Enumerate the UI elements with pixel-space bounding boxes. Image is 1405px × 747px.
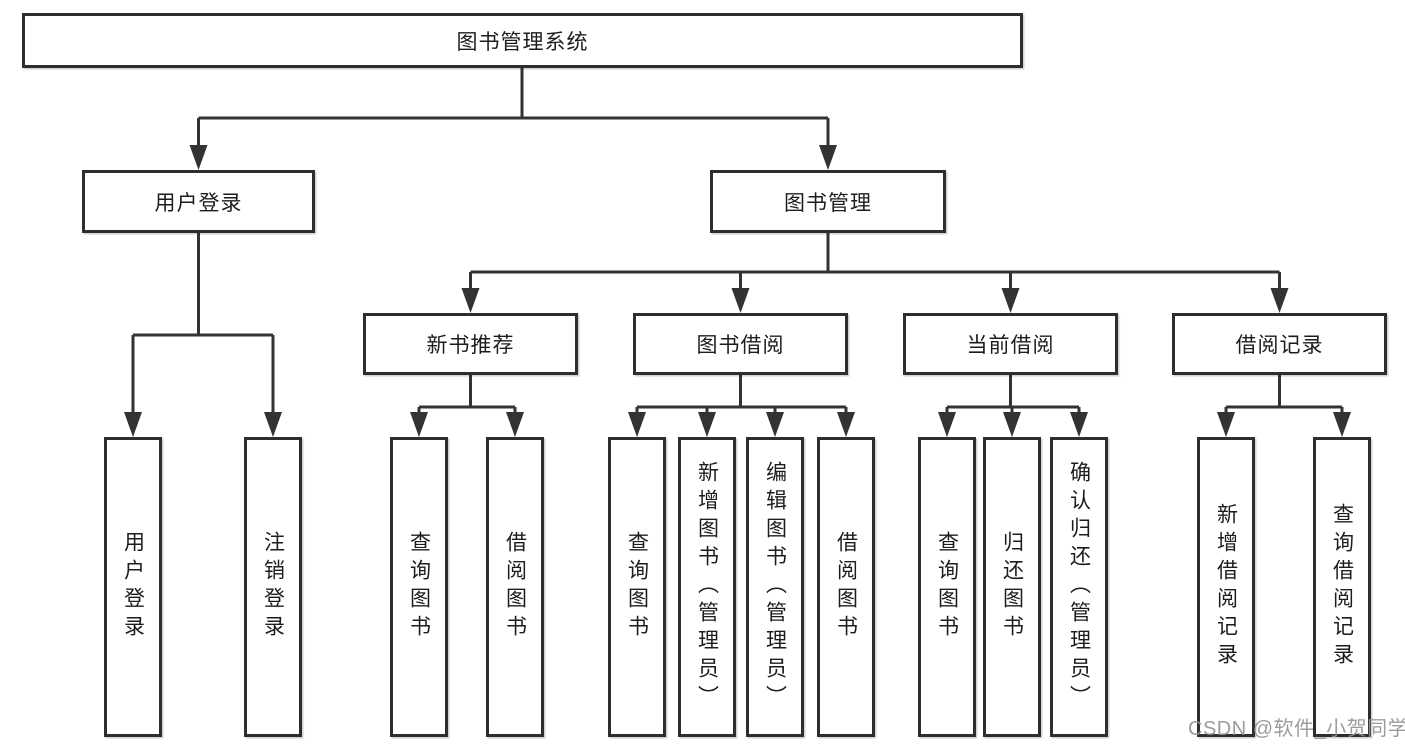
- node-label: 查询图书: [625, 531, 649, 643]
- leaf-query-books-current: 查询图书: [918, 437, 976, 737]
- node-label: 新书推荐: [426, 334, 515, 357]
- node-label: 借阅记录: [1235, 334, 1324, 357]
- leaf-query-borrowing-record: 查询借阅记录: [1313, 437, 1371, 737]
- node-new-book-recommendation: 新书推荐: [363, 313, 578, 375]
- node-label: 借阅图书: [834, 531, 858, 643]
- node-label: 当前借阅: [966, 334, 1055, 357]
- leaf-edit-books-admin: 编辑图书（管理员）: [746, 437, 804, 737]
- node-library-management-system: 图书管理系统: [22, 13, 1023, 68]
- leaf-borrow-books: 借阅图书: [817, 437, 875, 737]
- node-label: 注销登录: [261, 531, 285, 643]
- node-label: 图书管理: [784, 191, 872, 215]
- leaf-logout: 注销登录: [244, 437, 302, 737]
- leaf-user-login: 用户登录: [104, 437, 162, 737]
- node-current-borrowing: 当前借阅: [903, 313, 1118, 375]
- csdn-watermark: CSDN @软件_小贺同学: [1188, 718, 1405, 740]
- node-label: 借阅图书: [503, 531, 527, 643]
- node-label: 新增借阅记录: [1214, 503, 1238, 671]
- node-label: 用户登录: [121, 531, 145, 643]
- arrowheads: [124, 145, 1351, 437]
- leaf-add-borrowing-record: 新增借阅记录: [1197, 437, 1255, 737]
- node-label: 归还图书: [1000, 531, 1024, 643]
- node-label: 查询图书: [407, 531, 431, 643]
- leaf-confirm-return-admin: 确认归还（管理员）: [1050, 437, 1108, 737]
- leaf-query-books-borrowing: 查询图书: [608, 437, 666, 737]
- node-label: 查询图书: [935, 531, 959, 643]
- leaf-query-books-recommend: 查询图书: [390, 437, 448, 737]
- node-book-borrowing: 图书借阅: [633, 313, 848, 375]
- node-label: 查询借阅记录: [1330, 503, 1354, 671]
- leaf-borrow-books-recommend: 借阅图书: [486, 437, 544, 737]
- node-borrowing-records: 借阅记录: [1172, 313, 1387, 375]
- leaf-add-books-admin: 新增图书（管理员）: [678, 437, 736, 737]
- node-book-management: 图书管理: [710, 170, 946, 233]
- node-label: 确认归还（管理员）: [1067, 461, 1091, 713]
- node-label: 编辑图书（管理员）: [763, 461, 787, 713]
- leaf-return-books: 归还图书: [983, 437, 1041, 737]
- node-label: 图书管理系统: [456, 30, 589, 54]
- node-user-login: 用户登录: [82, 170, 315, 233]
- node-label: 新增图书（管理员）: [695, 461, 719, 713]
- node-label: 用户登录: [154, 191, 243, 215]
- node-label: 图书借阅: [696, 334, 785, 357]
